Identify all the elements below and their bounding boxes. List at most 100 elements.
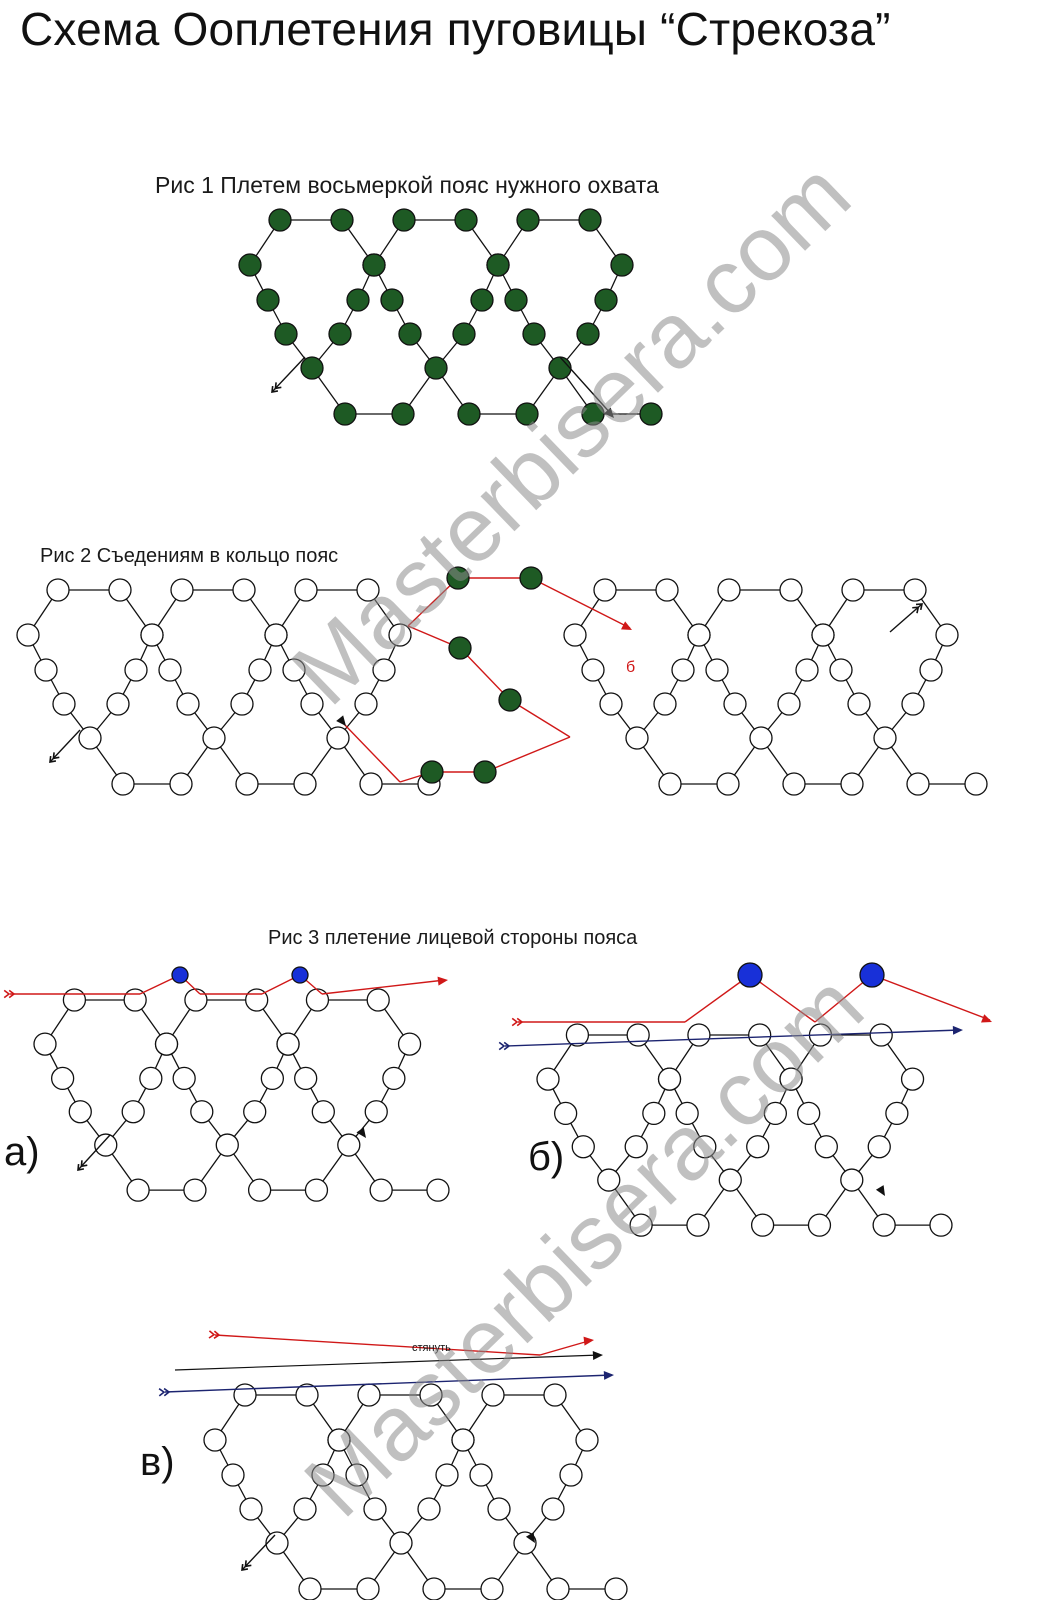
bead xyxy=(869,1023,893,1047)
arrow-tail xyxy=(241,1563,249,1571)
bead xyxy=(903,578,927,602)
bead xyxy=(873,726,897,750)
arrow-tail xyxy=(516,1017,524,1027)
thread-segment xyxy=(871,974,991,1021)
bead xyxy=(750,1213,775,1237)
bead xyxy=(124,658,148,682)
bead xyxy=(901,692,925,716)
bead xyxy=(626,1023,650,1047)
bead xyxy=(604,1577,628,1600)
bead xyxy=(276,1032,300,1056)
thread-segment xyxy=(174,1354,601,1371)
bead xyxy=(268,208,292,232)
bead xyxy=(840,772,864,796)
bead xyxy=(693,1135,717,1159)
bead xyxy=(34,658,58,682)
bead xyxy=(106,692,130,716)
bead xyxy=(424,356,448,380)
arrow-head xyxy=(952,1025,963,1035)
bead xyxy=(581,402,605,426)
bead xyxy=(454,208,478,232)
bead xyxy=(356,578,380,602)
thread-segment xyxy=(271,356,306,393)
bead xyxy=(481,1383,505,1407)
bead xyxy=(671,658,695,682)
bead xyxy=(215,1133,239,1157)
bead xyxy=(748,1023,772,1047)
bead xyxy=(372,658,396,682)
thread-segment xyxy=(164,1374,613,1393)
bead xyxy=(111,772,135,796)
bead xyxy=(417,1497,441,1521)
bead xyxy=(337,1133,361,1157)
thread-segment xyxy=(530,577,631,629)
bead xyxy=(782,772,806,796)
panel-a-label: а) xyxy=(4,1130,40,1174)
bead xyxy=(480,1577,504,1600)
bead xyxy=(326,726,350,750)
bead xyxy=(366,988,390,1012)
panel-c-label: в) xyxy=(140,1440,175,1484)
bead xyxy=(625,726,649,750)
bead xyxy=(398,322,422,346)
bead xyxy=(859,962,885,988)
bead xyxy=(380,288,404,312)
bead xyxy=(519,566,543,590)
arrow-tail xyxy=(3,989,11,999)
bead xyxy=(687,1023,711,1047)
bead xyxy=(300,692,324,716)
bead xyxy=(885,1101,909,1126)
bead xyxy=(565,1023,590,1047)
arrow-tail xyxy=(77,1163,85,1171)
thread-segment xyxy=(77,1134,111,1171)
bead xyxy=(642,1101,666,1126)
bead xyxy=(327,1428,351,1452)
bead xyxy=(248,658,272,682)
bead xyxy=(610,253,634,277)
bead xyxy=(639,402,663,426)
arrow-tail xyxy=(158,1388,166,1397)
figure-2-marker: б xyxy=(626,659,635,676)
bead xyxy=(686,1213,710,1237)
bead xyxy=(841,578,865,602)
bead xyxy=(260,1066,285,1091)
arrow-head xyxy=(525,1532,535,1543)
arrow-head xyxy=(603,407,614,418)
bead xyxy=(487,1497,511,1521)
bead xyxy=(121,1100,145,1124)
bead xyxy=(256,288,280,312)
bead xyxy=(330,208,354,232)
thread-segment xyxy=(749,974,816,1023)
bead xyxy=(717,578,741,602)
bead xyxy=(779,1067,803,1091)
bead xyxy=(239,1497,263,1521)
thread-segment xyxy=(343,723,401,783)
panel-b-label: б) xyxy=(528,1135,565,1179)
bead xyxy=(183,1178,207,1202)
bead xyxy=(232,578,256,602)
thread-segment xyxy=(559,356,613,416)
bead xyxy=(593,578,617,602)
bead xyxy=(576,322,600,346)
bead xyxy=(333,402,357,426)
bead xyxy=(723,692,747,716)
bead xyxy=(829,658,853,682)
bead xyxy=(233,1383,257,1407)
arrow-tail xyxy=(208,1330,216,1339)
bead xyxy=(243,1100,267,1124)
bead xyxy=(597,1168,621,1192)
bead xyxy=(274,322,298,346)
thread-segment xyxy=(214,1334,541,1356)
bead xyxy=(653,692,677,716)
bead xyxy=(737,962,763,988)
bead xyxy=(247,1178,272,1202)
bead xyxy=(658,772,682,796)
bead xyxy=(230,692,254,716)
bead xyxy=(294,1066,318,1091)
thread-segment xyxy=(459,647,511,701)
bead xyxy=(169,772,193,796)
bead xyxy=(929,1213,953,1237)
bead xyxy=(364,1100,388,1124)
bead xyxy=(716,772,740,796)
bead xyxy=(158,658,182,682)
